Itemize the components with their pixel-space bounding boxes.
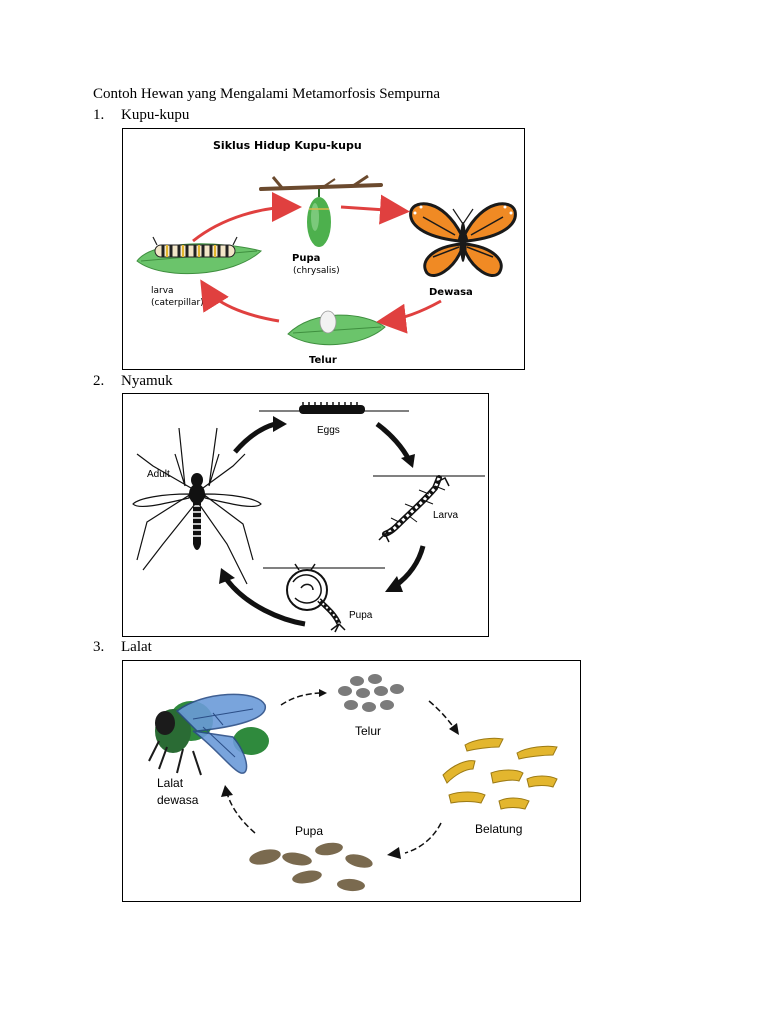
document-heading: Contoh Hewan yang Mengalami Metamorfosis… (93, 86, 441, 102)
arrow-larva-to-pupa (192, 192, 302, 243)
mosquito-larva-icon (378, 475, 450, 543)
housefly-icon (148, 693, 269, 776)
stage-label-eggs: Eggs (317, 425, 340, 436)
stage-label-adult: Adult (147, 469, 170, 480)
chrysalis-icon (307, 189, 331, 247)
list-item-title: Kupu-kupu (121, 107, 190, 123)
egg-on-leaf-icon (287, 310, 386, 346)
adult-mosquito-icon (132, 427, 262, 585)
stage-sublabel-caterpillar: (caterpillar) (151, 298, 204, 308)
list-item-title: Lalat (121, 639, 152, 655)
arrow-pupa-to-adult (340, 194, 410, 225)
fly-pupae-icon (249, 842, 373, 892)
branch-icon (259, 174, 383, 191)
fly-life-cycle-figure: Lalat dewasa Telur Belatung (122, 660, 581, 902)
list-item-kupu-kupu: 1. Kupu-kupu (93, 107, 189, 124)
list-item-lalat: 3. Lalat (93, 639, 152, 656)
list-number: 1. (93, 107, 105, 123)
stage-label-larva: larva (151, 286, 174, 296)
stage-label-lalat: Lalat (157, 776, 184, 790)
fly-diagram: Lalat dewasa Telur Belatung (148, 674, 558, 892)
stage-label-pupa: Pupa (295, 824, 323, 838)
stage-label-pupa: Pupa (349, 610, 373, 621)
butterfly-life-cycle-figure: Siklus Hidup Kupu-kupu Pupa (chrysalis) (122, 128, 525, 370)
cycle-arrows (219, 416, 426, 627)
list-item-nyamuk: 2. Nyamuk (93, 373, 173, 390)
stage-label-dewasa: Dewasa (429, 287, 473, 298)
egg-raft-icon (299, 402, 365, 414)
stage-sublabel-chrysalis: (chrysalis) (293, 266, 340, 276)
stage-label-belatung: Belatung (475, 822, 522, 836)
butterfly-icon (409, 202, 517, 277)
butterfly-diagram: Siklus Hidup Kupu-kupu Pupa (chrysalis) (136, 139, 517, 366)
stage-label-larva: Larva (433, 510, 458, 521)
arrow-adult-to-egg (376, 299, 442, 334)
arrow-egg-to-larva (200, 279, 280, 323)
list-number: 3. (93, 639, 105, 655)
stage-label-telur: Telur (309, 355, 337, 366)
stage-label-dewasa: dewasa (157, 793, 199, 807)
caterpillar-on-leaf-icon (136, 236, 263, 275)
list-number: 2. (93, 373, 105, 389)
mosquito-pupa-icon (286, 563, 346, 633)
cycle-arrows (221, 689, 459, 859)
mosquito-diagram: Eggs Larva Pupa (132, 402, 485, 633)
stage-label-telur: Telur (355, 724, 381, 738)
fly-eggs-icon (338, 674, 404, 712)
list-item-title: Nyamuk (121, 373, 173, 389)
maggots-icon (442, 737, 558, 810)
stage-label-pupa: Pupa (292, 253, 320, 264)
mosquito-life-cycle-figure: Eggs Larva Pupa (122, 393, 489, 637)
diagram-title: Siklus Hidup Kupu-kupu (213, 139, 362, 152)
